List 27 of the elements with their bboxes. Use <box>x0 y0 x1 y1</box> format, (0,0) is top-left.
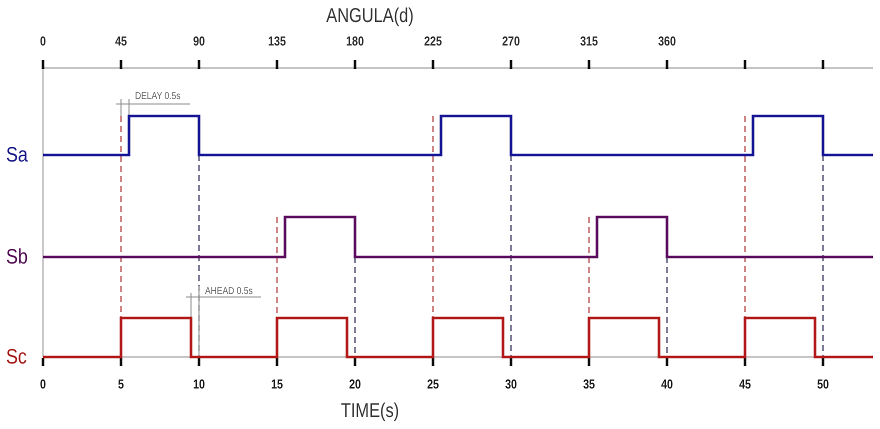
tick-label: 270 <box>502 34 520 48</box>
tick-label: 90 <box>193 34 205 48</box>
tick-label: 25 <box>427 378 439 390</box>
signal-label: Sb <box>6 246 28 268</box>
tick-label: 30 <box>505 378 517 390</box>
tick-label: 15 <box>271 378 283 390</box>
axis-title: TIME(s) <box>340 401 400 421</box>
tick-label: 40 <box>661 378 673 390</box>
annotation-text: AHEAD 0.5s <box>205 287 253 297</box>
tick-label: 50 <box>817 378 829 390</box>
tick-label: 10 <box>193 378 205 390</box>
tick-label: 0 <box>40 378 46 390</box>
tick-label: 45 <box>739 378 751 390</box>
tick-label: 5 <box>118 378 124 390</box>
tick-label: 35 <box>583 378 595 390</box>
tick-label: 135 <box>268 34 286 48</box>
axis-title: ANGULA(d) <box>326 6 414 26</box>
tick-label: 0 <box>40 34 46 48</box>
tick-label: 360 <box>658 34 676 48</box>
tick-label: 315 <box>580 34 598 48</box>
annotation-text: DELAY 0.5s <box>135 92 181 102</box>
tick-label: 180 <box>346 34 364 48</box>
tick-label: 45 <box>115 34 127 48</box>
signal-label: Sc <box>6 346 27 368</box>
tick-label: 20 <box>349 378 361 390</box>
signal-label: Sa <box>6 144 28 166</box>
tick-label: 225 <box>424 34 442 48</box>
